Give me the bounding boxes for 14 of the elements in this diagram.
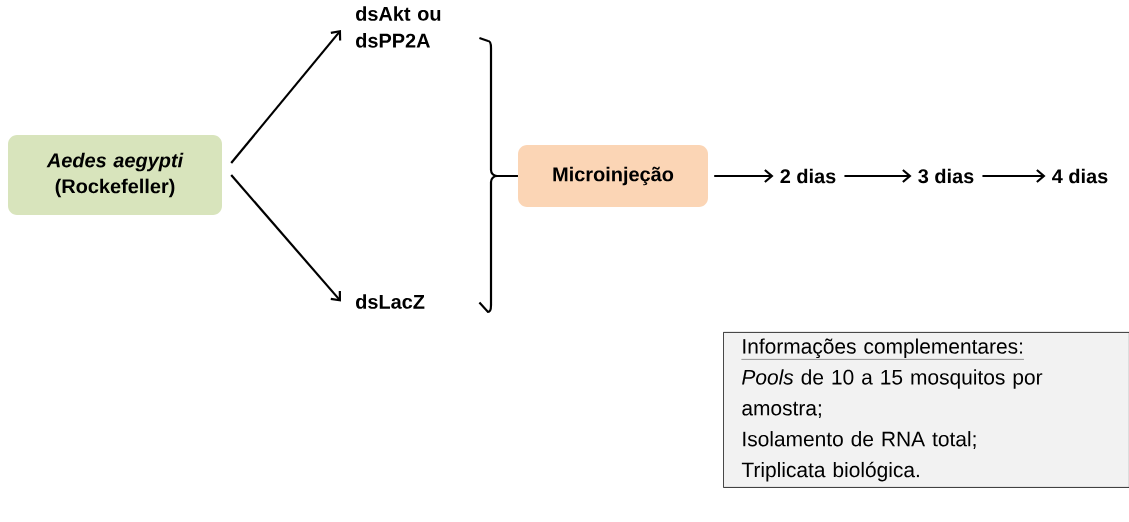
process-box: Microinjeção bbox=[518, 145, 708, 207]
arrow bbox=[982, 169, 1046, 183]
species-box: Aedes aegypti (Rockefeller) bbox=[8, 135, 222, 215]
info-box: Informações complementares: Pools de 10 a 15 mosquitos por amostra; Isolamento de RNA total; Triplicata biológica. bbox=[723, 332, 1129, 488]
time-label: 2 dias bbox=[780, 168, 836, 184]
arrow bbox=[230, 174, 341, 302]
brace-line bbox=[478, 174, 518, 314]
treatment-label: dsLacZ bbox=[356, 294, 425, 309]
arrow bbox=[230, 29, 342, 164]
time-label: 3 dias bbox=[918, 168, 974, 184]
arrow bbox=[844, 169, 912, 183]
treatment-label: dsAkt ou dsPP2A bbox=[356, 6, 441, 48]
arrow bbox=[714, 169, 774, 183]
time-label: 4 dias bbox=[1052, 168, 1108, 184]
